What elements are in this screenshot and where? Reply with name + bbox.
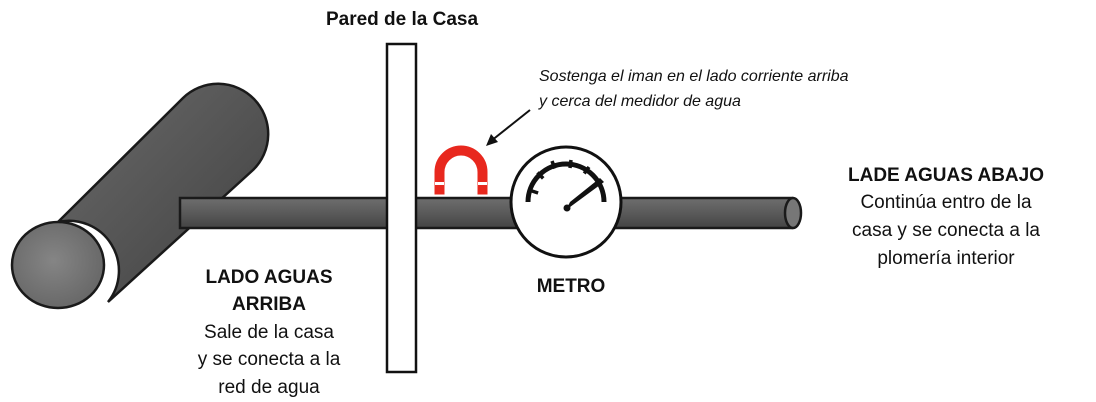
water-main-end-cap <box>10 220 106 310</box>
downstream-line-2: casa y se conecta a la <box>852 220 1040 241</box>
upstream-line-1: Sale de la casa <box>204 322 334 343</box>
upstream-line-2: y se conecta a la <box>198 349 341 370</box>
upstream-line-3: red de agua <box>218 377 320 398</box>
meter-gauge-icon <box>509 145 623 259</box>
instruction-line-2: y cerca del medidor de agua <box>538 93 741 110</box>
instruction-line-1: Sostenga el iman en el lado corriente ar… <box>539 68 849 85</box>
upstream-title-line-1: LADO AGUAS <box>205 267 332 288</box>
downstream-line-3: plomería interior <box>877 248 1015 269</box>
upstream-title-line-2: ARRIBA <box>232 294 306 315</box>
downstream-title: LADE AGUAS ABAJO <box>848 165 1044 186</box>
house-wall <box>385 42 418 374</box>
instruction-arrow <box>486 109 531 146</box>
downstream-line-1: Continúa entro de la <box>860 192 1032 213</box>
meter-label: METRO <box>537 276 606 297</box>
service-pipe-body <box>178 196 794 230</box>
service-pipe <box>178 196 803 230</box>
water-main-pipe <box>10 82 270 310</box>
magnet-icon <box>434 145 488 195</box>
wall-label: Pared de la Casa <box>326 9 479 30</box>
service-pipe-end <box>783 196 803 230</box>
